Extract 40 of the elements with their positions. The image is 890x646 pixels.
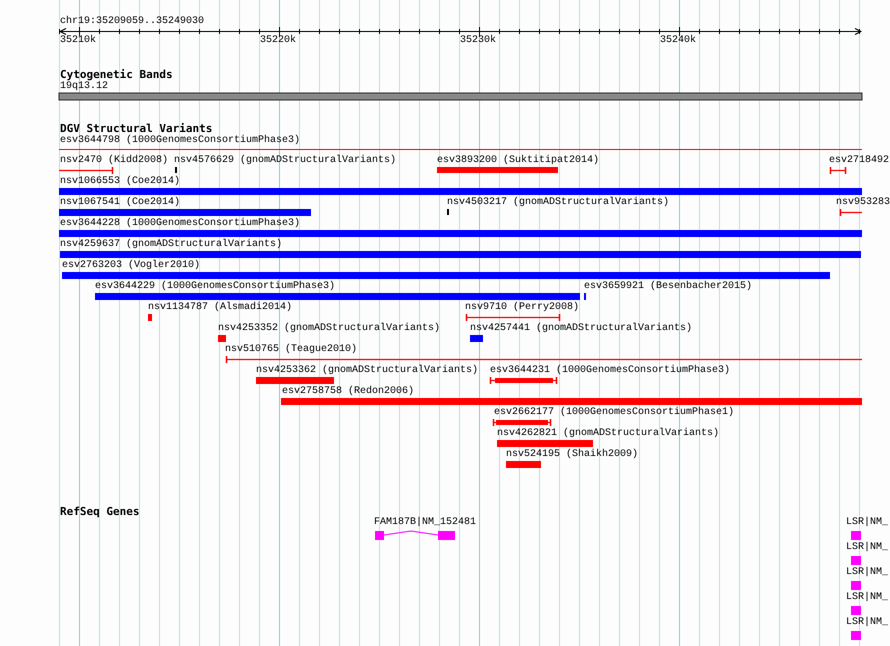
tick-label: 35240k [660, 35, 696, 46]
feature-label: nsv4576629 (gnomADStructuralVariants) [174, 155, 396, 166]
feature-label: nsv510765 (Teague2010) [225, 344, 358, 355]
gene-label: LSR|NM_ [846, 542, 888, 553]
feature-label: esv3659921 (Besenbacher2015) [584, 281, 752, 292]
feature-label: nsv2470 (Kidd2008) [60, 155, 168, 166]
feature-label: esv3644229 (1000GenomesConsortiumPhase3) [95, 281, 336, 292]
feature-label: nsv4253362 (gnomADStructuralVariants) [256, 365, 478, 376]
feature-label: nsv9710 (Perry2008) [465, 302, 580, 313]
tick-label: 35220k [260, 35, 296, 46]
feature-label: nsv1066553 (Coe2014) [60, 176, 180, 187]
feature-label: nsv4262821 (gnomADStructuralVariants) [497, 428, 720, 439]
tick-label: 35210k [60, 35, 96, 46]
feature-label: nsv1067541 (Coe2014) [60, 197, 180, 208]
gene-label: LSR|NM_ [846, 567, 888, 578]
feature-label: esv2758758 (Redon2006) [282, 386, 414, 397]
feature-label: nsv1134787 (Alsmadi2014) [148, 302, 292, 313]
feature-label: nsv4503217 (gnomADStructuralVariants) [447, 197, 670, 208]
feature-label: esv3893200 (Suktitipat2014) [437, 155, 600, 166]
track-title: Cytogenetic Bands [60, 68, 173, 81]
feature-label: esv3644228 (1000GenomesConsortiumPhase3) [60, 218, 300, 229]
feature-label: esv2662177 (1000GenomesConsortiumPhase1) [494, 407, 734, 418]
feature-label: esv3644798 (1000GenomesConsortiumPhase3) [60, 135, 300, 146]
feature-label: esv3644231 (1000GenomesConsortiumPhase3) [490, 365, 730, 376]
gene-label: FAM187B|NM_152481 [374, 517, 476, 528]
feature-label: nsv4257441 (gnomADStructuralVariants) [470, 323, 692, 334]
feature-label: nsv953283 [836, 197, 890, 208]
track-title: RefSeq Genes [60, 505, 140, 518]
tick-label: 35230k [460, 35, 496, 46]
track-title: DGV Structural Variants [60, 122, 212, 135]
feature-label: nsv524195 (Shaikh2009) [506, 449, 638, 460]
feature-label: nsv4253352 (gnomADStructuralVariants) [218, 323, 440, 334]
scale-label: chr19:35209059..35249030 [60, 16, 204, 27]
gene-label: LSR|NM_ [846, 592, 888, 603]
cytoband-label: 19q13.12 [60, 81, 108, 92]
feature-label: nsv4259637 (gnomADStructuralVariants) [60, 239, 282, 250]
feature-label: esv2718492 [829, 155, 890, 166]
gene-label: LSR|NM_ [846, 517, 888, 528]
gene-label: LSR|NM_ [846, 617, 888, 628]
feature-label: esv2763203 (Vogler2010) [62, 260, 200, 271]
